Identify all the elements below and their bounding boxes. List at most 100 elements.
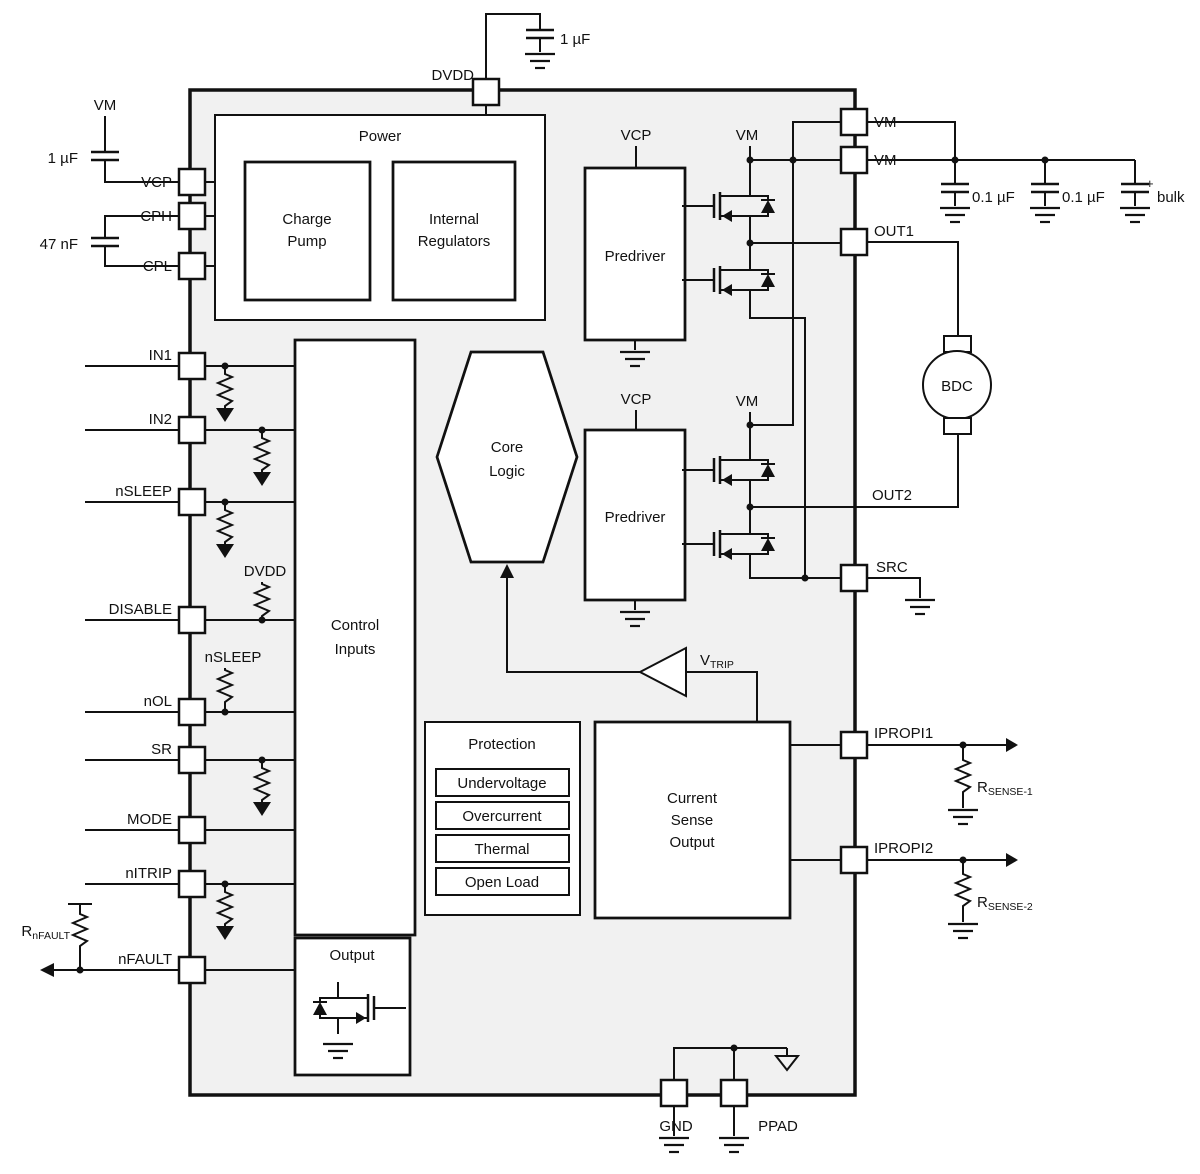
- vm-cap1-label: 0.1 µF: [972, 189, 1015, 206]
- protection-item-overcurrent: Overcurrent: [462, 808, 542, 825]
- flying-cap-label: 47 nF: [40, 236, 78, 253]
- pin-nfault: [177, 955, 207, 985]
- pin-label-nol: nOL: [144, 693, 172, 710]
- flying-cap-icon: [89, 236, 121, 248]
- pin-src: [839, 563, 869, 593]
- pin-label-mode: MODE: [127, 811, 172, 828]
- pin-label-gnd: GND: [659, 1118, 693, 1135]
- labels: DVDD 1 µF VM 1 µF VCP CPH 47 nF CPL IN1 …: [21, 31, 1185, 1135]
- pin-out1: [839, 227, 869, 257]
- vm-cap2-label: 0.1 µF: [1062, 189, 1105, 206]
- vm-cap2-ground-icon: [1028, 206, 1062, 224]
- predriver2-outline: [583, 428, 687, 602]
- comparator-triangle: [637, 646, 687, 698]
- protection-item-box: [435, 768, 570, 797]
- pin-label-vm2: VM: [874, 152, 897, 169]
- pin-label-nitrip: nITRIP: [125, 865, 172, 882]
- pin-label-dvdd: DVDD: [431, 67, 474, 84]
- half-bridge-1: VM: [680, 127, 777, 308]
- pin-label-in1: IN1: [149, 347, 172, 364]
- pin-label-cpl: CPL: [143, 258, 172, 275]
- pin-nsleep: [177, 487, 207, 517]
- current-sense-label-3: Output: [669, 834, 715, 851]
- current-sense-label-2: Sense: [671, 812, 714, 829]
- pin-dvdd: [471, 77, 501, 107]
- pin-label-in2: IN2: [149, 411, 172, 428]
- pin-in1: [177, 351, 207, 381]
- half-bridge-2: VM: [680, 393, 777, 572]
- pin-sr: [177, 745, 207, 775]
- pin-label-nsleep: nSLEEP: [115, 483, 172, 500]
- comparator: VTRIP: [637, 646, 734, 698]
- gnd-pin-ground-icon: [657, 1136, 691, 1154]
- vm-hb1-label: VM: [736, 127, 759, 144]
- core-logic-label-1: Core: [491, 439, 524, 456]
- pin-mode: [177, 815, 207, 845]
- vcp-hb2-label: VCP: [621, 391, 652, 408]
- vcp-cap-label: 1 µF: [48, 150, 78, 167]
- pin-cpl: [177, 251, 207, 281]
- protection-item-box: [435, 834, 570, 863]
- control-inputs-label-2: Inputs: [335, 641, 376, 658]
- control-inputs-outline: [293, 338, 417, 937]
- pull-resistors: DVDD nSLEEP: [205, 371, 287, 940]
- protection-title: Protection: [468, 736, 536, 753]
- vcp-hb1-label: VCP: [621, 127, 652, 144]
- protection-item-box: [435, 801, 570, 830]
- predriver1-label: Predriver: [605, 248, 666, 265]
- vm-hb2-label: VM: [736, 393, 759, 410]
- src-ground-icon: [903, 598, 937, 616]
- pin-label-nfault: nFAULT: [118, 951, 172, 968]
- charge-pump-block: [243, 160, 372, 302]
- predriver2-block: Predriver VCP: [583, 391, 687, 628]
- wires-right-external: [867, 121, 1136, 922]
- ipropi1-arrow: [1006, 738, 1018, 752]
- bulk-cap-ground-icon: [1118, 206, 1152, 224]
- vtrip-label: VTRIP: [700, 652, 734, 671]
- power-title: Power: [359, 128, 402, 145]
- motor-terminal-bottom: [943, 417, 972, 435]
- core-logic-hexagon: [435, 350, 579, 564]
- pin-cph: [177, 201, 207, 231]
- pin-label-vcp: VCP: [141, 174, 172, 191]
- protection-block: Protection Undervoltage Overcurrent Ther…: [424, 721, 581, 916]
- pin-vm-1: [839, 107, 869, 137]
- pin-ppad: [719, 1078, 749, 1108]
- pin-ipropi2: [839, 845, 869, 875]
- bulk-cap-label: bulk: [1157, 189, 1185, 206]
- pin-nol: [177, 697, 207, 727]
- bdc-motor: BDC: [922, 335, 992, 435]
- nfault-output-arrow: [40, 963, 54, 977]
- rnfault-label: RnFAULT: [21, 923, 70, 942]
- protection-item-undervoltage: Undervoltage: [457, 775, 546, 792]
- current-sense-outline: [593, 720, 792, 920]
- vcp-cap-icon: [89, 150, 121, 162]
- core-logic-block: Core Logic: [435, 350, 579, 578]
- pin-label-vm1: VM: [874, 114, 897, 131]
- pin-label-out1: OUT1: [874, 223, 914, 240]
- pin-label-sr: SR: [151, 741, 172, 758]
- vm-top-left-label: VM: [94, 97, 117, 114]
- charge-pump-label-2: Pump: [287, 233, 326, 250]
- internal-regulators-label-1: Internal: [429, 211, 479, 228]
- predriver1-block: Predriver VCP: [583, 127, 687, 368]
- dvdd-pullup-label: DVDD: [244, 563, 287, 580]
- output-block: Output: [293, 936, 412, 1077]
- current-sense-block: Current Sense Output: [593, 720, 792, 920]
- core-logic-label-2: Logic: [489, 463, 525, 480]
- pin-disable: [177, 605, 207, 635]
- power-block: Power Charge Pump Internal Regulators: [214, 114, 546, 321]
- internal-regulators-block: [391, 160, 517, 302]
- external-components: [40, 28, 1152, 1154]
- motor-terminal-top: [943, 335, 972, 353]
- rsense1-label: RSENSE-1: [977, 779, 1033, 798]
- control-inputs-block: Control Inputs: [293, 338, 417, 937]
- pin-ipropi1: [839, 730, 869, 760]
- ipropi2-arrow: [1006, 853, 1018, 867]
- dvdd-cap-ground-icon: [523, 52, 557, 70]
- core-logic-input-arrow: [500, 564, 514, 578]
- wires-bottom: [673, 1047, 788, 1136]
- output-outline: [293, 936, 412, 1077]
- motor-label: BDC: [941, 378, 973, 395]
